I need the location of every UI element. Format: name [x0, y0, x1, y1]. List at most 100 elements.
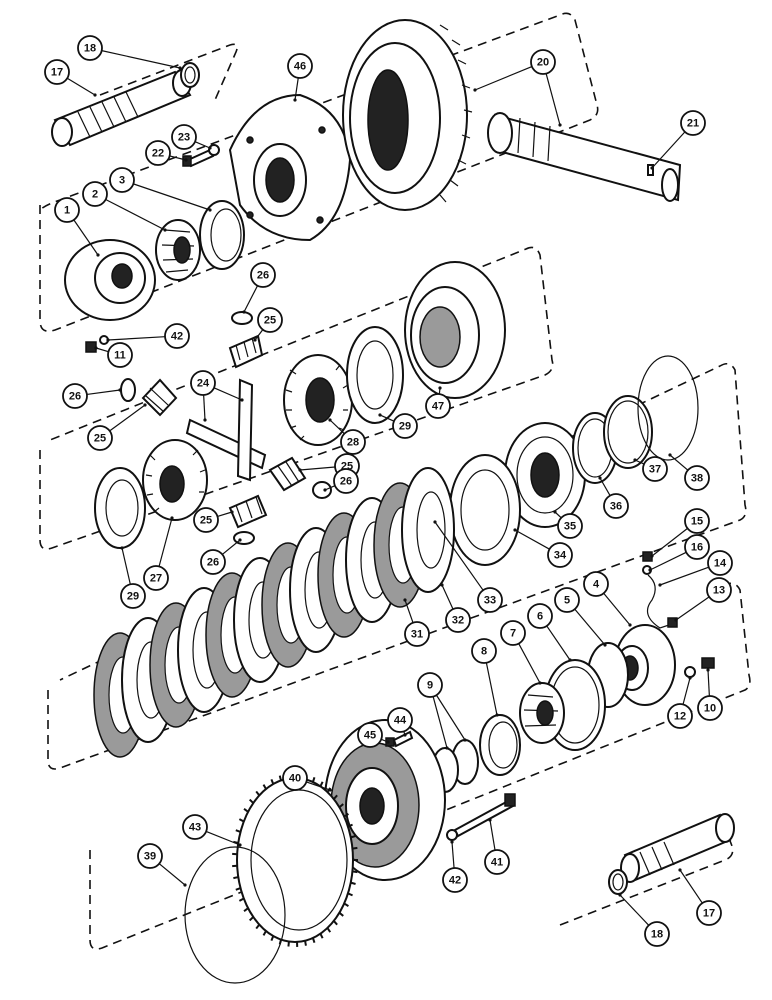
callout-number: 35 [564, 521, 576, 533]
callout-number: 10 [704, 703, 716, 715]
callout-leader-tip [163, 228, 167, 232]
callout-circle [706, 577, 732, 603]
callout-number: 28 [347, 437, 359, 449]
pin-21 [647, 164, 654, 176]
callout-number: 9 [427, 680, 433, 692]
bolt-10 [684, 657, 715, 678]
callout-circle [164, 323, 190, 349]
callout-leader-tip [240, 398, 244, 402]
seal-ring-37 [603, 395, 653, 469]
callout-leader-line [213, 387, 243, 401]
callout-leader-tip [328, 418, 332, 422]
callout-circle [557, 513, 583, 539]
callout-13: 13 [674, 577, 732, 622]
callout-leader-line [86, 389, 121, 396]
bearing-cap-1 [64, 239, 156, 321]
ring-gear-43-body [236, 777, 354, 943]
callout-circle [697, 695, 723, 721]
callout-leader-tip [598, 476, 602, 480]
callout-leader-line [379, 414, 395, 422]
callout-leader-tip [230, 510, 234, 514]
bearing-cup-8 [479, 714, 521, 776]
callout-number: 4 [593, 579, 600, 591]
gear-tooth [319, 781, 324, 787]
gear-tooth [248, 916, 254, 922]
callout-number: 16 [691, 542, 703, 554]
gear-tooth [343, 813, 349, 818]
callout-number: 23 [178, 132, 190, 144]
callout-7: 7 [500, 620, 542, 685]
callout-number: 13 [713, 585, 725, 597]
callout-circle [333, 468, 359, 494]
callout-number: 21 [687, 118, 699, 130]
callout-24: 24 [190, 370, 244, 422]
callout-25: 25 [87, 403, 147, 451]
callout-leader-line [546, 625, 571, 661]
callout-number: 25 [264, 315, 276, 327]
callout-number: 44 [394, 715, 407, 727]
gear-tooth [347, 823, 353, 828]
callout-number: 11 [114, 350, 126, 362]
callout-circle [190, 370, 216, 396]
callout-leader-line [203, 394, 206, 421]
callout-47: 47 [425, 386, 451, 419]
long-bolt-41 [453, 793, 516, 838]
callout-circle [392, 413, 418, 439]
callout-leader-line [294, 77, 299, 101]
callout-14: 14 [658, 550, 733, 587]
callout-circle [62, 383, 88, 409]
thrust-washer-top [231, 311, 253, 325]
callout-number: 34 [554, 550, 567, 562]
callout-number: 24 [197, 378, 210, 390]
callout-leader-tip [678, 868, 682, 872]
callout-3: 3 [109, 167, 212, 212]
callout-number: 46 [294, 61, 306, 73]
callout-leader-line [299, 466, 336, 471]
callout-6: 6 [527, 603, 572, 662]
callout-circle [644, 921, 670, 947]
callout-circle [287, 53, 313, 79]
callout-leader-tip [603, 643, 607, 647]
callout-leader-line [651, 131, 686, 169]
callout-33: 33 [433, 520, 503, 613]
callout-leader-line [95, 347, 109, 353]
output-shaft-bottom [620, 813, 735, 883]
callout-leader-line [306, 781, 331, 791]
differential-carrier [228, 93, 352, 242]
callout-leader-line [707, 669, 710, 697]
gear-tooth [262, 784, 267, 790]
callout-number: 41 [491, 857, 503, 869]
callout-circle [404, 621, 430, 647]
callout-leader-tip [120, 546, 124, 550]
gear-tooth [304, 940, 307, 946]
callout-leader-tip [618, 893, 622, 897]
callout-2: 2 [82, 181, 167, 232]
callout-leader-line [634, 459, 645, 465]
callout-26: 26 [200, 538, 242, 575]
callout-leader-tip [386, 740, 390, 744]
callout-circle [445, 607, 471, 633]
callout-leader-tip [94, 346, 98, 350]
callout-circle [109, 167, 135, 193]
callout-leader-tip [658, 583, 662, 587]
callout-leader-line [485, 662, 498, 716]
outline-clutch-group [47, 362, 747, 770]
callout-leader-line [514, 529, 550, 550]
callout-leader-tip [445, 746, 449, 750]
outline-output-shaft-group [559, 819, 734, 926]
ring-gear [342, 19, 473, 211]
pinion-gear-bottom [228, 494, 268, 529]
callout-leader-line [679, 869, 703, 904]
callout-circle [107, 342, 133, 368]
pinion-gear-right [268, 456, 307, 492]
gear-tooth [343, 902, 349, 907]
callout-45: 45 [357, 722, 390, 748]
callout-leader-line [109, 404, 146, 432]
callout-12: 12 [667, 676, 693, 729]
callout-number: 8 [481, 646, 487, 658]
backing-plate-34 [449, 454, 521, 566]
callout-circle [120, 583, 146, 609]
callout-leader-line [404, 599, 414, 623]
callout-circle [77, 35, 103, 61]
